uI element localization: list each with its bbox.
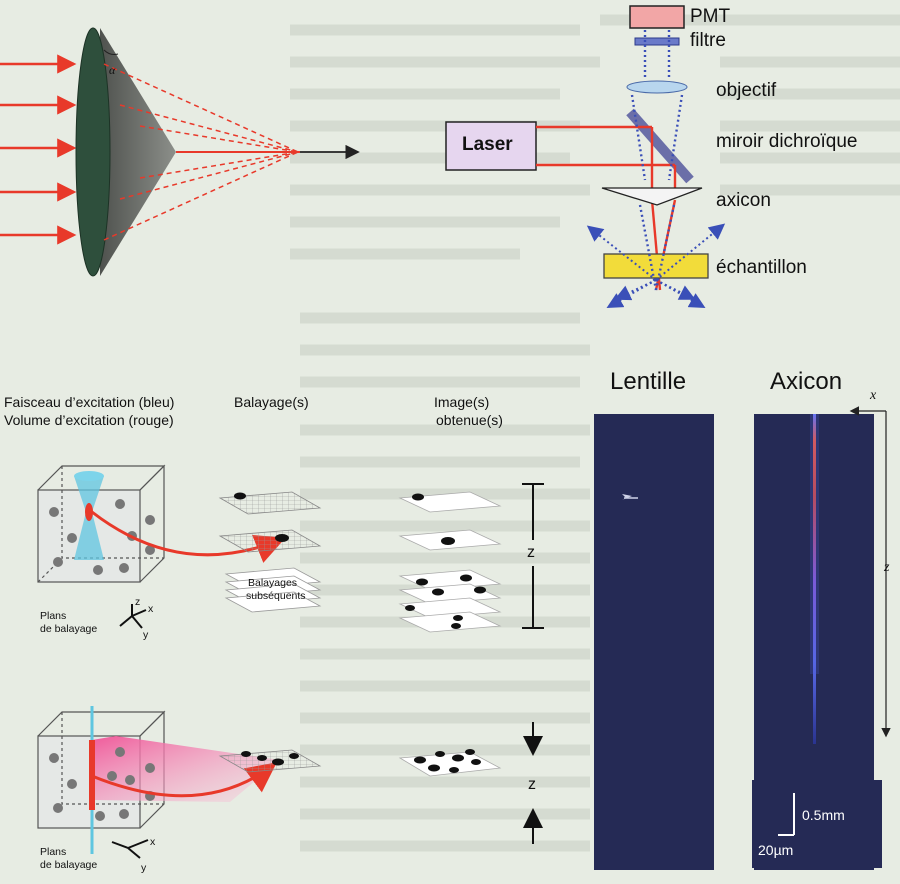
images-caption-2: obtenue(s)	[436, 412, 503, 428]
red-arrow-bottom	[91, 762, 277, 798]
fluorescence-paths	[630, 30, 684, 291]
laser-box	[445, 121, 537, 171]
axicon-panel-title: Axicon	[770, 368, 843, 395]
filter-label: filtre	[690, 30, 726, 51]
z-label-top: z	[527, 544, 535, 561]
subsequent-scans-label-1: Balayages	[248, 577, 298, 589]
objective-lens	[626, 80, 688, 94]
excitation-beam-caption: Faisceau d’excitation (bleu)	[4, 394, 175, 410]
scan-planes-label-2: de balayage	[40, 623, 98, 635]
sample-label: échantillon	[716, 257, 807, 278]
image-plane-axicon	[398, 749, 502, 777]
lens-beam-panel	[594, 414, 714, 870]
lens-panel-title: Lentille	[610, 368, 687, 395]
panel-z-axis-label: z	[884, 560, 890, 575]
scan-stack-lens	[218, 491, 322, 613]
images-caption-1: Image(s)	[434, 394, 490, 410]
cone-angle-label: α	[109, 63, 116, 77]
filter-plate	[634, 37, 680, 46]
excitation-volume-caption: Volume d’excitation (rouge)	[4, 412, 174, 428]
axis2-y-label: y	[141, 862, 147, 874]
pmt-box	[629, 5, 685, 29]
dichroic-label: miroir dichroïque	[716, 131, 858, 152]
scan-planes-label-1: Plans	[40, 610, 67, 622]
axes-icon-1	[119, 604, 147, 629]
sample-slab	[603, 253, 709, 279]
scale-bar-z-label: 0.5mm	[802, 807, 845, 823]
objective-label: objectif	[716, 80, 777, 101]
pmt-label: PMT	[690, 6, 731, 27]
z-range-bracket	[522, 483, 544, 629]
laser-label: Laser	[462, 134, 513, 155]
axicon-element	[601, 187, 703, 206]
axicon-face	[75, 27, 111, 277]
optical-setup-diagram	[445, 5, 726, 308]
scans-caption: Balayage(s)	[234, 394, 309, 410]
axis2-x-label: x	[150, 836, 156, 848]
scale-bar-x-label: 20µm	[758, 842, 794, 858]
scan-planes-label-3: Plans	[40, 846, 67, 858]
panel-axes	[752, 406, 891, 868]
axicon-cone-diagram	[0, 27, 360, 277]
scan-plane-axicon	[218, 749, 322, 773]
incoming-beam-arrows	[0, 54, 77, 245]
axis-y-label: y	[143, 629, 149, 641]
scan-planes-label-4: de balayage	[40, 859, 98, 871]
panel-x-axis-label: x	[870, 388, 877, 403]
refracted-rays	[103, 63, 299, 241]
axes-icon-2	[111, 839, 149, 859]
scatter-arrows	[586, 223, 726, 308]
subsequent-scans-label-2: subséquents	[246, 590, 306, 602]
dichroic-mirror	[626, 108, 694, 184]
axis-z-label: z	[135, 596, 141, 608]
scanning-comparison-diagram	[37, 464, 544, 859]
z-label-bottom: z	[528, 776, 536, 793]
axicon-label: axicon	[716, 190, 771, 211]
axicon-cone	[100, 28, 176, 276]
axis-x-label: x	[148, 603, 154, 615]
image-stack-lens	[398, 491, 502, 633]
